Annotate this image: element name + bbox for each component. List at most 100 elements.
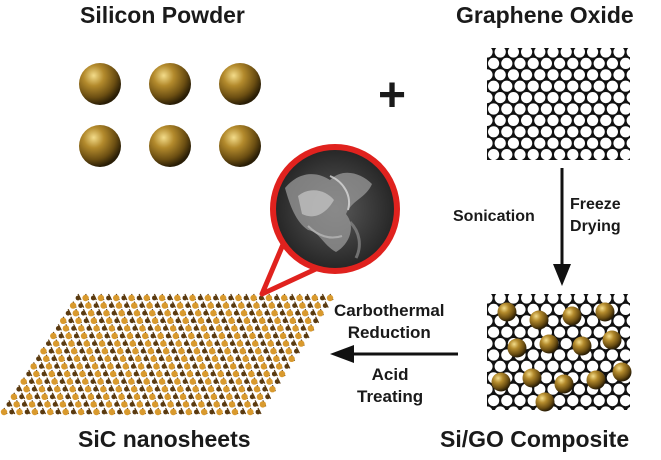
lattice-hole (521, 406, 532, 410)
sic-atom (164, 310, 171, 317)
lattice-hole (567, 103, 579, 115)
sic-atom (90, 295, 96, 301)
sic-atom (249, 310, 255, 316)
lattice-hole (501, 395, 513, 407)
sic-atom (96, 310, 102, 316)
sic-atom (133, 310, 141, 317)
sic-atom (235, 378, 242, 385)
lattice-hole (507, 383, 519, 395)
sic-atom (75, 401, 82, 408)
sic-atom (216, 386, 222, 392)
lattice-hole (593, 149, 605, 160)
lattice-hole (593, 80, 605, 92)
lattice-hole (508, 160, 519, 171)
sic-atom (144, 318, 150, 324)
sic-atom (93, 386, 98, 392)
silicon-sphere (79, 63, 121, 105)
composite-particle (602, 330, 622, 350)
sic-atom (65, 394, 71, 400)
sic-atom (186, 370, 194, 378)
sic-atom (147, 409, 153, 415)
lattice-hole (606, 57, 619, 69)
sic-atom (16, 386, 22, 392)
lattice-hole (547, 92, 559, 104)
freeze-drying-line1: Freeze (570, 196, 621, 213)
lattice-hole (514, 149, 526, 160)
lattice-hole (573, 137, 586, 149)
sic-atom (13, 401, 20, 408)
sic-atom (146, 364, 152, 369)
sic-atom (197, 317, 205, 324)
sic-atom (147, 326, 153, 331)
sic-atom (61, 363, 68, 370)
sic-atom (221, 340, 228, 347)
sic-atom (36, 356, 41, 362)
sic-atom (33, 370, 40, 378)
sic-atom (111, 310, 117, 316)
sic-atom (295, 310, 300, 316)
lattice-hole (488, 57, 500, 69)
lattice-hole (488, 126, 500, 138)
sic-atom (213, 379, 219, 384)
sic-atom (196, 355, 203, 362)
sic-atom (30, 363, 37, 370)
sic-atom (264, 332, 271, 340)
lattice-hole (514, 395, 526, 407)
sic-atom (269, 386, 276, 393)
lattice-hole (560, 360, 572, 372)
acid-treating-line1: Acid (371, 365, 409, 384)
sic-atom (222, 302, 230, 309)
sic-atom (108, 408, 116, 416)
sic-atom (238, 364, 244, 369)
lattice-hole (620, 57, 630, 69)
lattice-hole (606, 149, 618, 160)
sic-atom (40, 348, 47, 355)
sic-atom (224, 348, 231, 355)
lattice-hole (606, 349, 619, 361)
sic-atom (285, 348, 292, 355)
sic-atom (310, 310, 316, 316)
lattice-hole (534, 137, 546, 149)
lattice-hole (587, 48, 599, 58)
lattice-hole (527, 126, 539, 138)
sic-atom (78, 325, 85, 332)
silicon-powder-spheres (79, 63, 261, 167)
sic-atom (278, 348, 284, 354)
lattice-hole (620, 103, 630, 115)
lattice-hole (554, 395, 566, 407)
sic-atom (229, 363, 237, 370)
sic-atom (274, 379, 280, 384)
lattice-hole (534, 360, 546, 372)
lattice-hole (501, 57, 513, 69)
sic-atom (146, 386, 153, 393)
sic-atom (129, 340, 136, 347)
sic-atom (82, 294, 89, 302)
sic-atom (114, 318, 120, 324)
sic-atom (267, 340, 274, 347)
sic-atom (102, 393, 110, 400)
sic-atom (183, 363, 191, 370)
sic-atom (47, 408, 54, 416)
sic-atom (128, 294, 135, 302)
sic-atom (189, 378, 196, 385)
lattice-hole (613, 383, 625, 395)
sic-atom (105, 379, 111, 384)
sic-atom (149, 371, 154, 377)
sic-atom (198, 379, 203, 384)
sic-atom (259, 401, 266, 408)
sic-atom (194, 310, 202, 317)
sic-atom (104, 333, 110, 339)
sic-atom (40, 409, 45, 415)
lattice-hole (547, 315, 559, 327)
lattice-hole (613, 315, 625, 327)
lattice-hole (514, 80, 526, 92)
sic-atom (269, 364, 274, 369)
sic-atom (191, 402, 197, 407)
sic-atom (128, 356, 134, 362)
sic-atom (231, 303, 236, 308)
sic-atom (80, 394, 86, 400)
lattice-hole (540, 372, 553, 384)
lattice-hole (488, 103, 500, 115)
sic-atom (219, 394, 224, 400)
sic-atom (165, 333, 171, 339)
